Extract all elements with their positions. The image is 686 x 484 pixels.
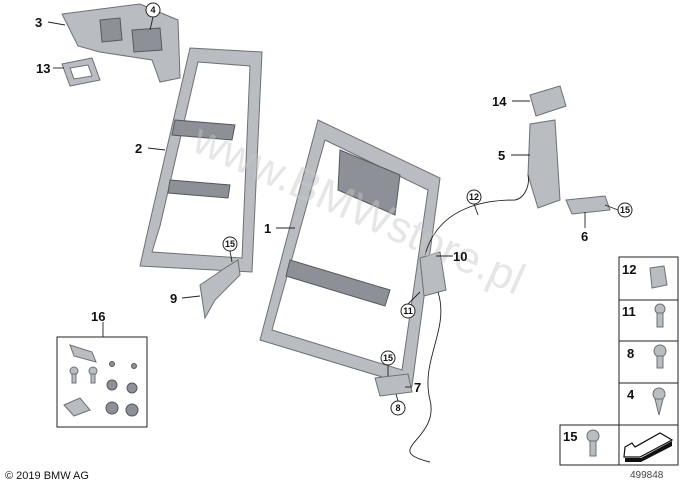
part-10-release xyxy=(419,251,447,297)
part-14-cap xyxy=(529,85,567,117)
circled-callout-11: 11 xyxy=(400,303,416,319)
circled-callout-15: 15 xyxy=(222,236,238,252)
circled-callout-15: 15 xyxy=(380,350,396,366)
svg-text:8: 8 xyxy=(395,403,400,413)
part-3-cutout xyxy=(99,17,123,43)
legend-cell-15: 15 xyxy=(563,429,577,444)
legend-cell-8: 8 xyxy=(627,346,634,361)
part-6-bracket xyxy=(565,195,611,215)
circled-callout-15: 15 xyxy=(617,202,633,218)
part-2-frame xyxy=(139,47,263,273)
legend-cell-12: 12 xyxy=(622,262,636,277)
cable-lower xyxy=(409,291,442,463)
part-1-strut xyxy=(285,259,391,307)
screw-15-icon xyxy=(586,429,600,443)
kit-16-box xyxy=(56,336,148,428)
callout-1: 1 xyxy=(264,221,271,236)
fastener-legend: 12 11 8 4 15 xyxy=(559,256,679,466)
circled-callout-4: 4 xyxy=(145,2,161,18)
screw-8-icon xyxy=(653,344,667,358)
svg-text:12: 12 xyxy=(469,192,479,202)
screw-4-icon xyxy=(652,387,666,401)
circled-callout-8: 8 xyxy=(390,400,406,416)
svg-text:15: 15 xyxy=(383,353,393,363)
arrow-icon xyxy=(623,432,674,458)
clip-12-icon xyxy=(649,265,668,289)
part-3-cover xyxy=(61,3,181,83)
svg-text:4: 4 xyxy=(150,5,155,15)
callout-13: 13 xyxy=(36,61,50,76)
leader-lines xyxy=(47,16,619,402)
callout-5: 5 xyxy=(498,148,505,163)
part-1-bracket xyxy=(337,149,401,216)
legend-cell-11: 11 xyxy=(622,304,636,319)
callout-2: 2 xyxy=(135,141,142,156)
part-9-hinge xyxy=(199,259,241,320)
part-5-housing xyxy=(527,119,561,209)
svg-text:15: 15 xyxy=(225,239,235,249)
part-7-bracket xyxy=(374,373,413,397)
callout-16: 16 xyxy=(91,309,105,324)
svg-text:11: 11 xyxy=(403,306,413,316)
copyright: © 2019 BMW AG xyxy=(5,470,89,482)
reference-number: 499848 xyxy=(630,470,664,481)
callout-6: 6 xyxy=(581,229,588,244)
callout-3: 3 xyxy=(35,15,42,30)
cable-12 xyxy=(424,174,529,256)
part-3-cutout xyxy=(131,27,163,53)
legend-cell-4: 4 xyxy=(627,387,635,402)
part-2-strut xyxy=(167,119,236,199)
callout-7: 7 xyxy=(414,380,421,395)
part-13-trim xyxy=(61,57,101,87)
circled-callout-12: 12 xyxy=(466,189,482,205)
callout-14: 14 xyxy=(492,94,507,109)
callout-10: 10 xyxy=(453,249,467,264)
callout-9: 9 xyxy=(170,291,177,306)
svg-text:15: 15 xyxy=(620,205,630,215)
